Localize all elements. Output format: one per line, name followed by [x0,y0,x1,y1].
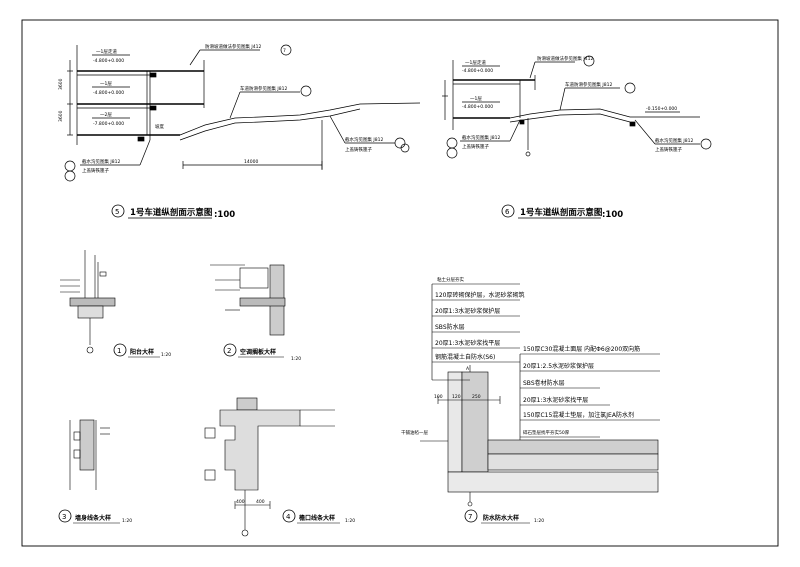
detail-1-scale: 1:20 [161,352,171,358]
detail-7-bottom-layer-3: SBS卷材防水层 [523,379,565,387]
detail-3-scale: 1:20 [122,518,132,524]
section-6-num: 6 [505,208,510,216]
detail-2-scale: 1:20 [291,356,301,362]
section-5-drawing [64,44,421,182]
detail-4-title-text: 檐口线条大样 [299,514,335,522]
detail-7-labels: 粘土分层夯实 120厚砖砌保护层，水泥砂浆砌筑 20厚1:3水泥砂浆保护层 SB… [401,276,640,436]
section-6-scale: :100 [602,210,623,220]
section-5-level-3: 一2层 [100,112,112,118]
detail-1-title: 1 阳台大样 1:20 [113,343,171,358]
section-5-span-label: 14000 [244,159,258,165]
section-5-num: 5 [115,208,119,216]
detail-7-dim-1: 100 [434,394,443,400]
detail-7-bottom-layer-2: 20厚1:2.5水泥砂浆保护层 [523,362,594,370]
detail-7-top-layer-2: 20厚1:3水泥砂浆保护层 [435,307,500,315]
detail-1-drawing [60,250,116,354]
detail-7-bottom-layer-6: 碎石垫层找平夯实50厚 [523,429,570,436]
detail-3-drawing [69,419,110,490]
sheet-border [21,19,779,547]
section-5-scale: :100 [214,210,235,220]
section-5-note-1: 防滑坡道做法参见图集 J412 [205,43,261,50]
detail-7-dim-3: 250 [472,394,481,400]
detail-7-bottom-layer-5: 150厚C15混凝土垫层，加注氯JEA防水剂 [523,411,634,419]
detail-2-title: 2 空调搁板大样 1:20 [223,343,301,362]
section-6-title: 6 1号车道纵剖面示意图 :100 [501,204,623,220]
section-5-note-4: 上盖铸铁篦子 [345,146,372,153]
detail-3-title: 3 墙身线条大样 1:20 [58,509,132,524]
section-5-labels: 一1层走道 -4.800+0.000 一1层 -4.800+0.000 一2层 … [58,43,383,174]
detail-7-header: 粘土分层夯实 [437,276,464,283]
detail-4-scale: 1:20 [345,518,355,524]
detail-2-title-text: 空调搁板大样 [240,348,276,356]
section-6-right-note: -0.150+0.000 [646,106,677,112]
section-6-elev-1: -4.800+0.000 [462,68,493,74]
section-5-level-2: 一1层 [100,81,112,87]
section-5-elev-2: -4.800+0.000 [93,90,124,96]
section-6-labels: 一1层走道 -4.800+0.000 一1层 -4.800+0.000 防滑坡道… [462,55,693,153]
section-5-note-3: 截水沟见图集 J812 [345,136,383,143]
detail-7-bottom-layer-4: 20厚1:3水泥砂浆找平层 [523,396,588,404]
detail-7-top-layer-4: 20厚1:3水泥砂浆找平层 [435,339,500,347]
section-5-note-2: 车道防滑参见图集 J812 [240,85,287,92]
section-6-elev-2: -4.800+0.000 [462,104,493,110]
detail-4-drawing [204,397,335,537]
section-5-note-5: 截水沟见图集 J812 [82,158,120,165]
section-5-elev-3: -7.800+0.000 [93,121,124,127]
section-5-title: 5 1号车道纵剖面示意图 :100 [111,204,235,220]
section-5-level-1: 一1层走道 [96,48,117,55]
detail-4-dim-2: 400 [256,499,265,505]
detail-7-scale: 1:20 [534,518,544,524]
detail-4-dim-1: 400 [236,499,245,505]
detail-7-title-text: 防水防水大样 [483,514,519,522]
section-6-note-3: 截水沟见图集 J812 [655,137,693,144]
section-5-marker: 7 [283,48,286,54]
section-6-drawing [442,55,712,159]
section-5-ramp-label: 坡度 [155,123,164,130]
detail-7-drawing [420,283,660,507]
detail-7-left-note: 干铺油毡一层 [401,429,428,436]
detail-7-dim-2: 120 [452,394,461,400]
section-5-dim-2: 3600 [58,110,64,122]
section-5-elev-1: -4.800+0.000 [93,58,124,64]
detail-1-num: 1 [117,347,121,355]
detail-4-labels: 400 400 [236,499,265,505]
section-6-note-1: 防滑坡道做法参见图集 J412 [537,55,593,62]
detail-4-num: 4 [286,513,291,521]
section-6-note-6: 上盖铸铁篦子 [462,143,489,150]
detail-7-top-layer-5: 钢筋混凝土自防水(S6) [435,353,495,361]
detail-2-num: 2 [227,347,231,355]
detail-1-title-text: 阳台大样 [130,348,154,356]
section-5-note-6: 上盖铸铁篦子 [82,167,109,174]
section-6-note-2: 车道防滑参见图集 J812 [565,81,612,88]
section-5-title-text: 1号车道纵剖面示意图 [130,207,212,218]
detail-3-num: 3 [62,513,66,521]
detail-2-drawing [210,264,286,336]
detail-7-top-layer-1: 120厚砖砌保护层，水泥砂浆砌筑 [435,291,524,299]
section-6-level-2: 一1层 [470,96,482,102]
section-5-dim-1: 3600 [58,78,64,90]
section-6-note-4: 上盖铸铁篦子 [655,146,682,153]
section-6-title-text: 1号车道纵剖面示意图 [520,207,602,218]
detail-7-num: 7 [468,513,472,521]
section-6-note-5: 截水沟见图集 J812 [462,134,500,141]
detail-4-title: 4 檐口线条大样 1:20 [282,509,355,524]
detail-3-title-text: 墙身线条大样 [75,514,111,522]
section-6-level-1: 一1层走道 [465,59,486,66]
detail-7-point-label: A [466,366,470,372]
detail-7-title: 7 防水防水大样 1:20 [464,509,544,524]
detail-7-bottom-layer-1: 150厚C30混凝土面层 内配Φ6@200双向筋 [523,345,640,353]
detail-7-top-layer-3: SBS防水层 [435,323,465,331]
